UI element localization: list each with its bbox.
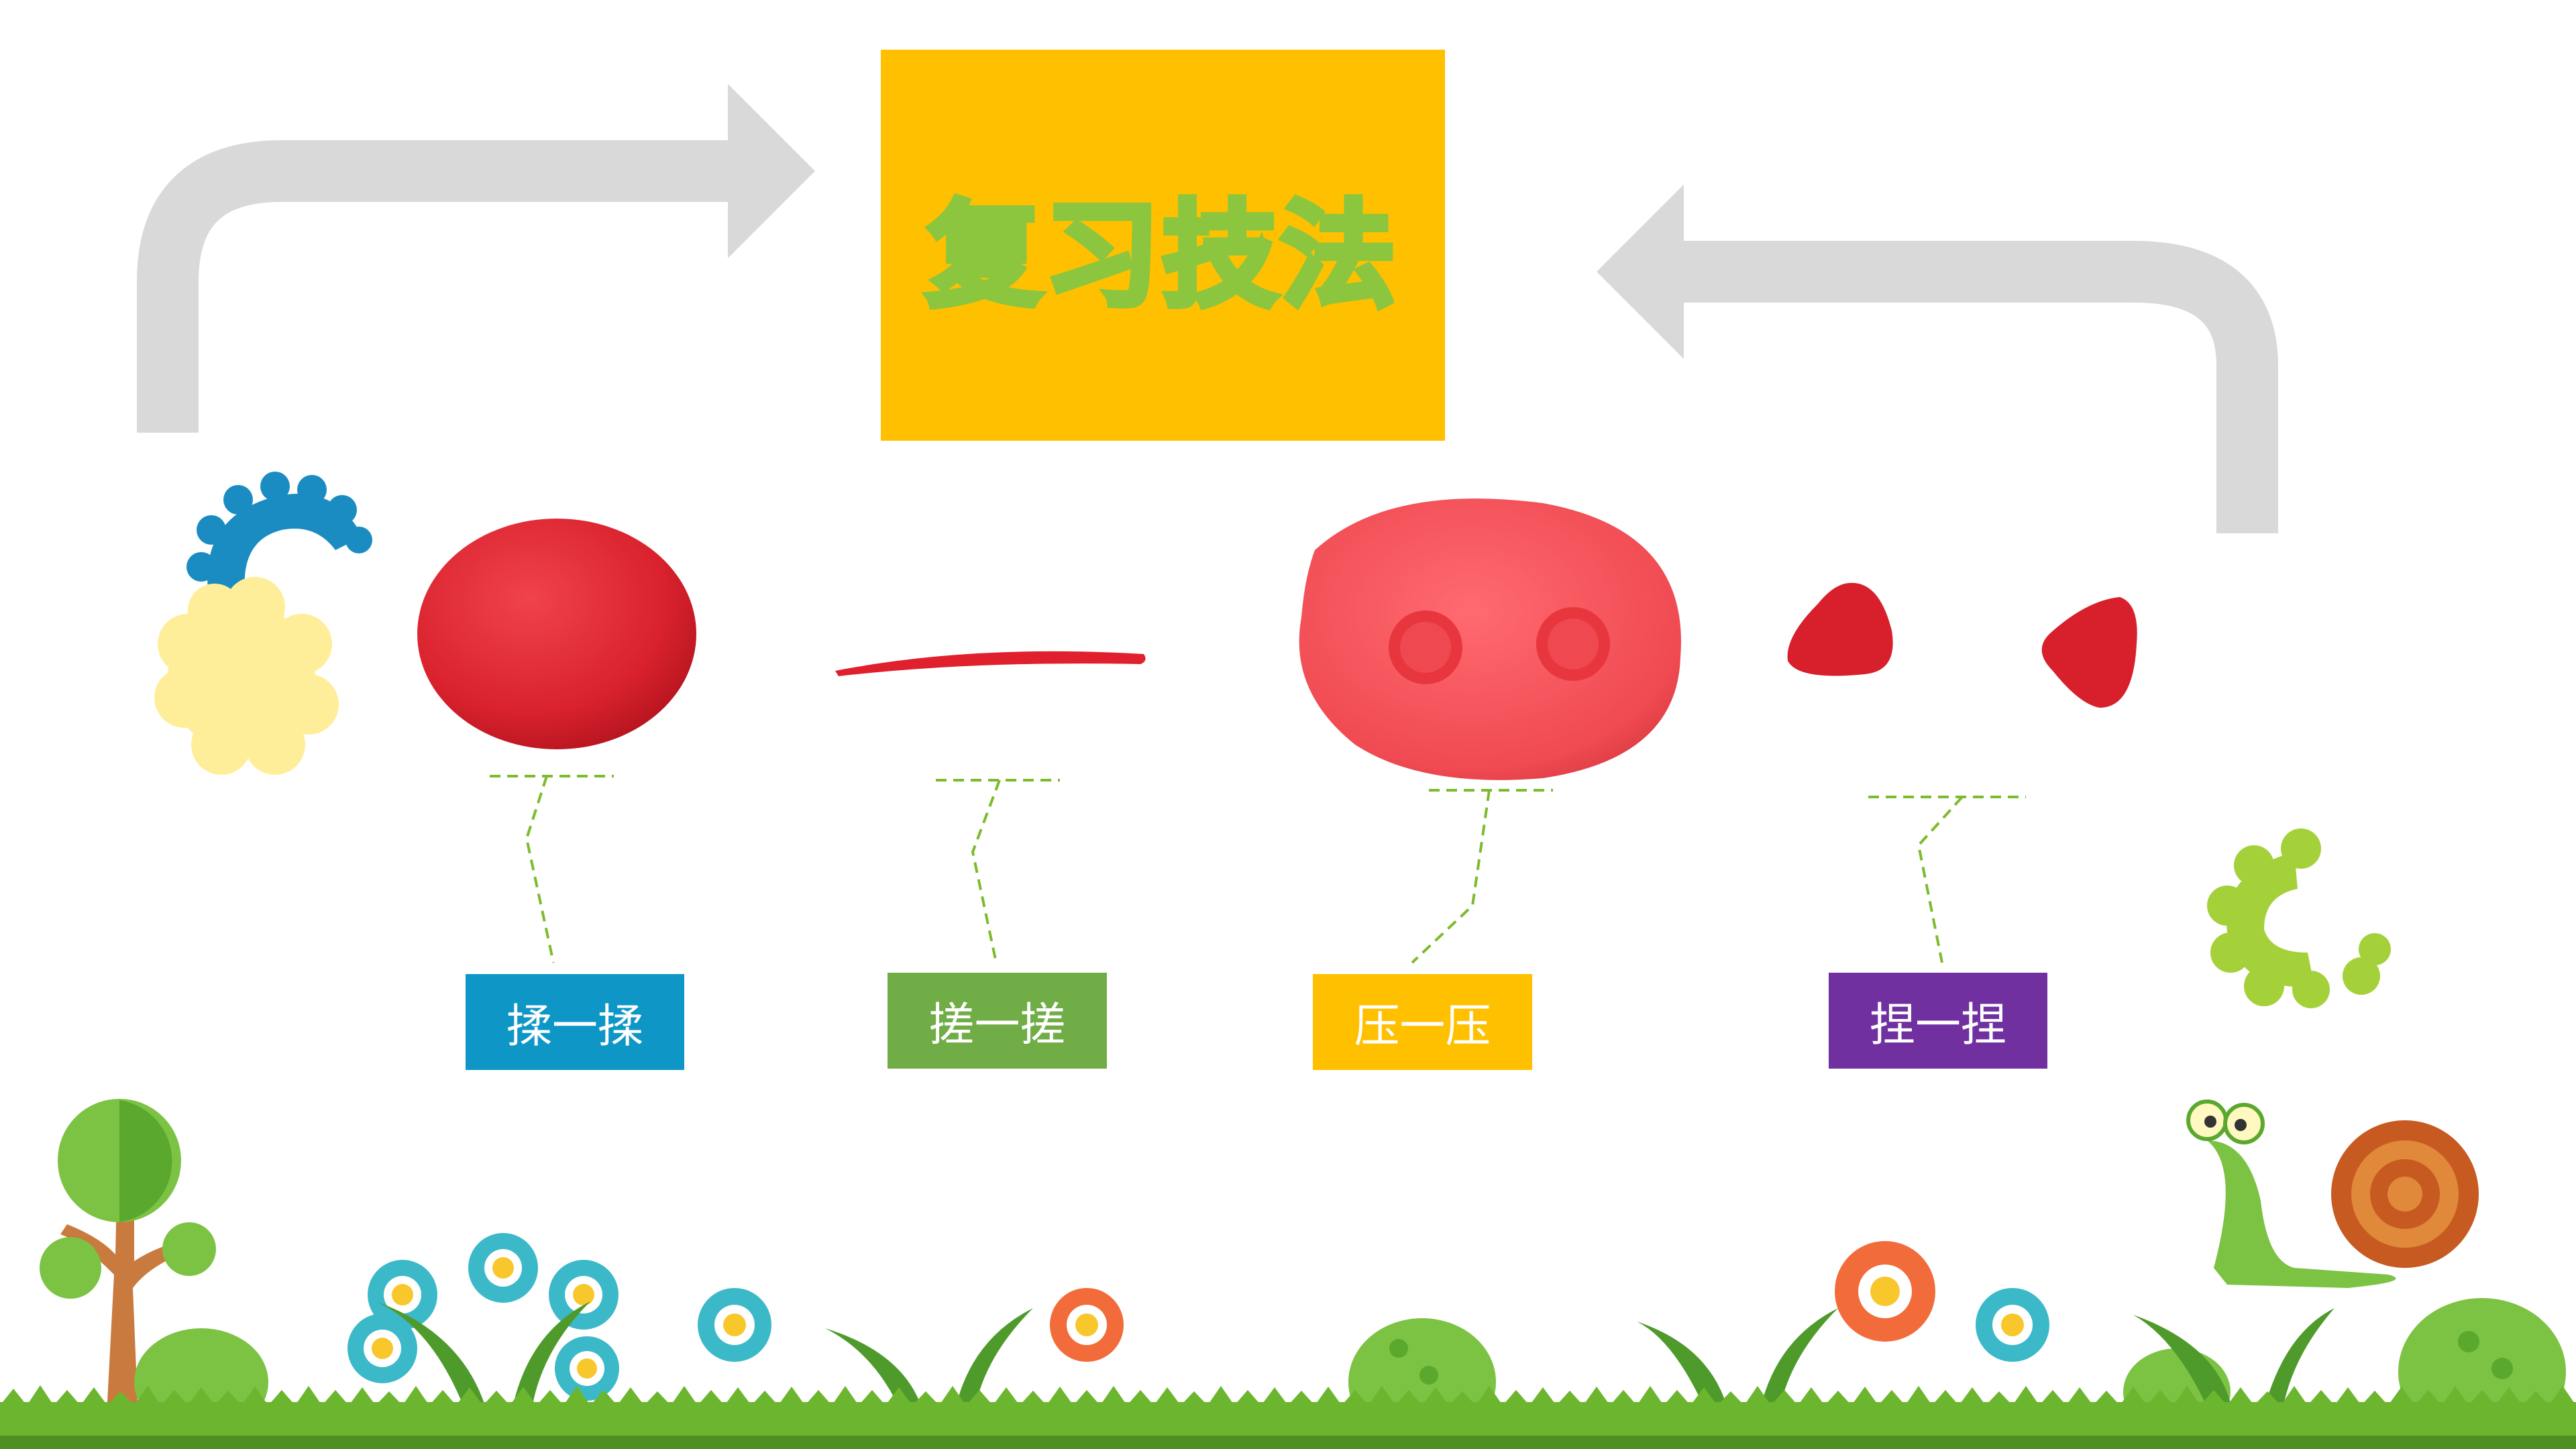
step-label-text: 压一压 bbox=[1354, 1000, 1491, 1053]
left-curved-arrow bbox=[137, 84, 815, 433]
right-curved-arrow bbox=[1597, 184, 2278, 533]
step-label-text: 捏一捏 bbox=[1869, 999, 2006, 1052]
clay-triangle-right-image bbox=[2041, 597, 2137, 708]
yellow-flower-icon bbox=[154, 577, 339, 775]
page-title: 复习技法 bbox=[923, 186, 1399, 326]
step-label-knead: 揉一揉 bbox=[466, 974, 684, 1070]
blue-c-flower-icon bbox=[186, 472, 372, 590]
clay-ball-image bbox=[417, 519, 696, 749]
title-box: 复习技法 bbox=[881, 50, 1445, 441]
tree-icon bbox=[40, 1099, 216, 1402]
clay-triangle-left-image bbox=[1787, 582, 1893, 676]
snail-icon bbox=[2186, 1099, 2479, 1288]
step-label-text: 搓一搓 bbox=[928, 999, 1066, 1052]
green-c-flower-icon bbox=[2207, 828, 2391, 1008]
step-label-roll: 搓一搓 bbox=[888, 973, 1107, 1069]
ground-grass bbox=[0, 1385, 2576, 1449]
step-label-text: 揉一揉 bbox=[506, 1000, 643, 1053]
clay-strip-image bbox=[835, 651, 1146, 676]
flower-icons bbox=[347, 1233, 2049, 1401]
clay-pig-nose-image bbox=[1299, 498, 1681, 780]
dashed-connectors bbox=[490, 775, 2026, 964]
step-label-press: 压一压 bbox=[1313, 974, 1532, 1070]
step-label-pinch: 捏一捏 bbox=[1829, 973, 2047, 1069]
